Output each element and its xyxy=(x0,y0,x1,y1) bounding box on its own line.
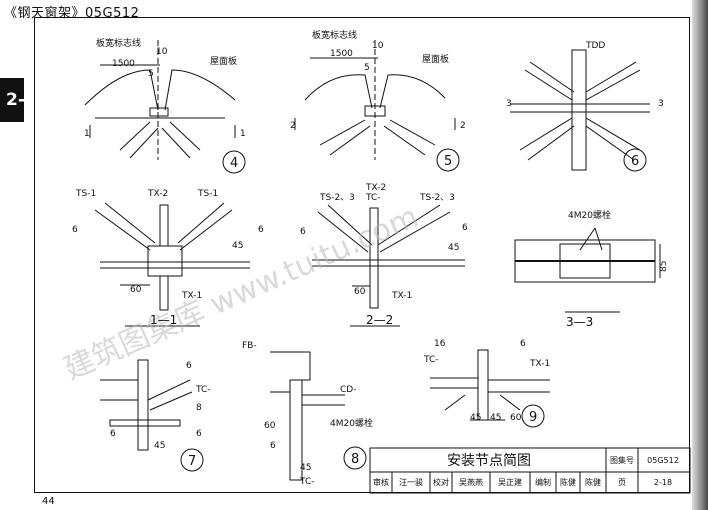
d5-dim-10: 10 xyxy=(372,41,384,51)
detail-4 xyxy=(84,40,246,174)
detail-8 xyxy=(270,351,367,481)
detail-number-4: 4 xyxy=(230,156,238,171)
s22-tc: TC- xyxy=(365,193,381,203)
section-2-2 xyxy=(312,204,465,327)
s22-tx-bottom: TX-1 xyxy=(391,291,412,301)
detail-number-8: 8 xyxy=(351,452,359,467)
detail-number-5: 5 xyxy=(444,154,452,169)
d7-weld-a: 6 xyxy=(186,361,192,371)
d9-dim-45b: 45 xyxy=(490,413,501,423)
d5-roof-label: 屋面板 xyxy=(422,53,449,65)
side-tab-marker xyxy=(0,78,24,122)
d6-cut-left: 3 xyxy=(506,99,512,109)
d5-cut-left: 2 xyxy=(290,121,296,131)
tb-check-label: 校对 xyxy=(433,478,449,487)
s11-tx-top: TX-2 xyxy=(147,189,168,199)
section-title-1-1: 1—1 xyxy=(150,313,177,327)
tb-review-label: 审核 xyxy=(373,478,389,487)
tb-page-value: 2-18 xyxy=(653,478,673,487)
s33-bolt-label: 4M20螺栓 xyxy=(568,209,611,221)
title-block-title: 安装节点简图 xyxy=(447,453,531,469)
tb-design-label: 编制 xyxy=(535,478,551,487)
d8-bolt: 4M20螺栓 xyxy=(330,417,373,429)
s22-weld-left: 6 xyxy=(300,227,306,237)
page-number: 44 xyxy=(42,496,55,507)
tb-design-sign: 陈健 xyxy=(585,478,601,487)
s11-tx-bottom: TX-1 xyxy=(181,291,202,301)
detail-7 xyxy=(100,359,204,472)
s22-ts-left: TS-2、3 xyxy=(319,193,355,203)
detail-9 xyxy=(430,349,550,428)
tb-design-name: 陈健 xyxy=(560,478,576,487)
section-title-2-2: 2—2 xyxy=(366,313,393,327)
section-3-3 xyxy=(514,227,661,313)
s22-ts-right: TS-2、3 xyxy=(419,193,455,203)
d6-cut-right: 3 xyxy=(658,99,664,109)
d4-dim-5: 5 xyxy=(148,69,154,79)
d6-tdd-label: TDD xyxy=(585,41,605,51)
d7-dim-45: 45 xyxy=(154,441,165,451)
d7-weld-c: 6 xyxy=(110,429,116,439)
tb-check-sign: 吴正建 xyxy=(498,478,522,487)
d8-fb: FB- xyxy=(242,341,257,351)
detail-number-6: 6 xyxy=(631,154,639,169)
s22-dim-60: 60 xyxy=(354,287,366,297)
tb-check-name: 吴燕燕 xyxy=(459,478,483,487)
d4-roof-label: 屋面板 xyxy=(210,55,237,67)
d5-dim-1500: 1500 xyxy=(330,49,353,59)
s22-tx-top: TX-2 xyxy=(365,183,386,193)
detail-number-9: 9 xyxy=(529,410,537,425)
section-title-3-3: 3—3 xyxy=(566,315,593,329)
s11-weld-right: 6 xyxy=(258,225,264,235)
d4-cut-left: 1 xyxy=(84,129,90,139)
d7-tc: TC- xyxy=(195,385,211,395)
watermark-text: 建筑图集库 www.tuitu.com xyxy=(59,199,424,387)
drawing-frame xyxy=(34,17,690,493)
d4-cut-right: 1 xyxy=(240,129,246,139)
title-block-set-label: 图集号 xyxy=(610,456,634,465)
tb-page-label: 页 xyxy=(618,478,626,487)
s11-ts-right: TS-1 xyxy=(197,189,218,199)
d9-weld-6: 6 xyxy=(520,339,526,349)
d4-dim-1500: 1500 xyxy=(112,59,135,69)
s33-dim-85: 85 xyxy=(659,261,669,272)
d7-dim-8: 8 xyxy=(196,403,202,413)
s11-weld-left: 6 xyxy=(72,225,78,235)
d9-tc: TC- xyxy=(423,355,439,365)
d5-dim-5: 5 xyxy=(364,63,370,73)
s22-weld-right: 6 xyxy=(462,223,468,233)
d9-dim-60: 60 xyxy=(510,413,522,423)
d8-cd: CD- xyxy=(340,385,356,395)
title-block-set-value: 05G512 xyxy=(647,456,679,465)
d8-weld: 6 xyxy=(270,441,276,451)
detail-5 xyxy=(294,40,460,172)
detail-number-7: 7 xyxy=(188,454,196,469)
page-binding-shadow xyxy=(692,0,708,510)
title-block-frame xyxy=(369,447,691,494)
section-1-1 xyxy=(94,202,250,327)
d9-tx: TX-1 xyxy=(529,359,550,369)
d7-weld-b: 6 xyxy=(196,429,202,439)
d9-weld-16: 16 xyxy=(434,339,446,349)
s11-ts-left: TS-1 xyxy=(75,189,96,199)
d9-dim-45a: 45 xyxy=(470,413,481,423)
d8-tc: TC- xyxy=(299,477,315,487)
d5-board-line-label: 板宽标志线 xyxy=(312,29,357,41)
d4-dim-10: 10 xyxy=(156,47,168,57)
d5-cut-right: 2 xyxy=(460,121,466,131)
d8-dim-60: 60 xyxy=(264,421,276,431)
d8-dim-45: 45 xyxy=(300,463,311,473)
d4-board-line-label: 板宽标志线 xyxy=(96,37,141,49)
s22-dim-45: 45 xyxy=(448,243,459,253)
s11-dim-45: 45 xyxy=(232,241,243,251)
s11-dim-60: 60 xyxy=(130,285,142,295)
detail-6 xyxy=(510,49,650,172)
side-tab-label: 2- xyxy=(6,90,25,110)
tb-review-name: 汪一骏 xyxy=(399,478,423,487)
